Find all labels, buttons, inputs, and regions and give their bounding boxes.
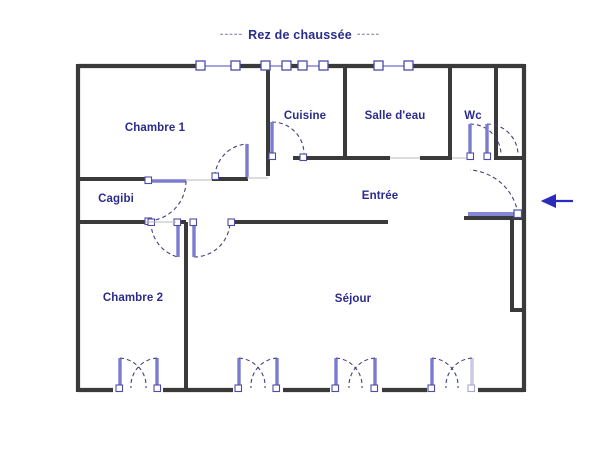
room-label-chambre-2: Chambre 2 (102, 292, 164, 304)
exterior-walls (75, 63, 527, 393)
room-label-cuisine: Cuisine (283, 110, 327, 122)
title-dash-left: ----- (219, 28, 244, 40)
room-label-salle-eau: Salle d'eau (364, 110, 426, 122)
title-text: Rez de chaussée (248, 28, 352, 42)
interior-doors (144, 121, 523, 258)
title-dash-right: ----- (356, 28, 381, 40)
exterior-door-openings (115, 357, 476, 393)
interior-walls (78, 66, 524, 392)
room-label-cagibi: Cagibi (98, 193, 134, 205)
windows (195, 60, 414, 71)
room-label-sejour: Séjour (334, 293, 372, 305)
room-label-wc: Wc (464, 110, 482, 122)
room-label-entree: Entrée (361, 190, 399, 202)
page-title: ----- Rez de chaussée ----- (0, 28, 600, 42)
room-label-chambre-1: Chambre 1 (124, 122, 186, 134)
